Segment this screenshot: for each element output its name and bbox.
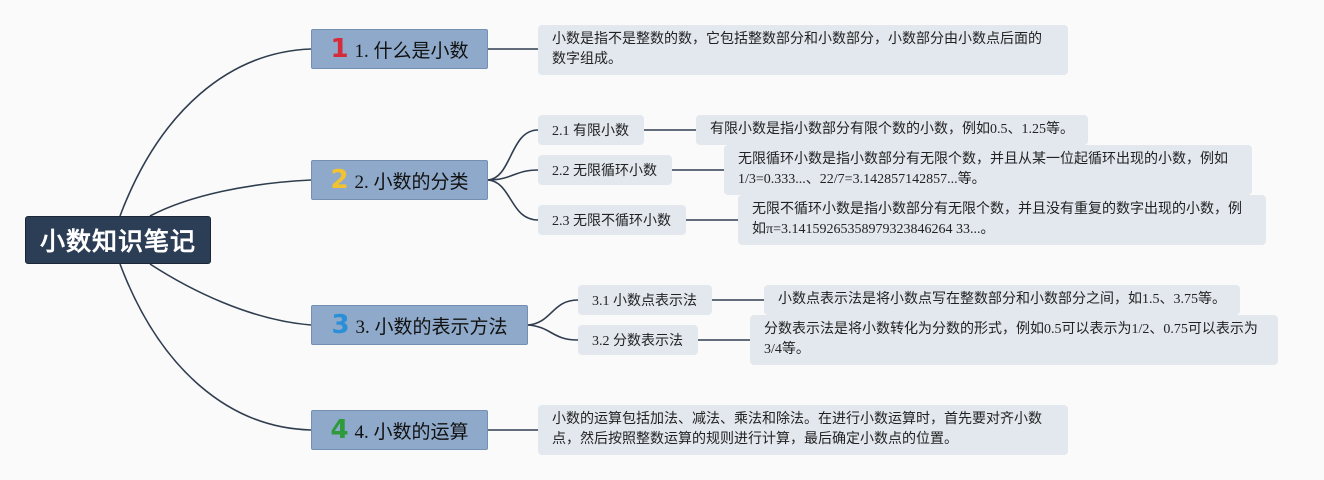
subtopic-3-2-note-text: 分数表示法是将小数转化为分数的形式，例如0.5可以表示为1/2、0.75可以表示…	[764, 322, 1258, 357]
link-root-topic2	[149, 179, 312, 217]
subtopic-2-1-note-text: 有限小数是指小数部分有限个数的小数，例如0.5、1.25等。	[710, 122, 1074, 137]
subtopic-2-3-title: 2.3 无限不循环小数	[552, 214, 671, 229]
topic-4-node[interactable]: 4 4. 小数的运算	[311, 410, 488, 450]
link-topic2-sub1	[487, 129, 539, 181]
topic-1-note[interactable]: 小数是指不是整数的数，它包括整数部分和小数部分，小数部分由小数点后面的数字组成。	[538, 25, 1068, 75]
topic-4-note[interactable]: 小数的运算包括加法、减法、乘法和除法。在进行小数运算时，首先要对齐小数点，然后按…	[538, 405, 1068, 455]
subtopic-3-2-title: 3.2 分数表示法	[592, 334, 683, 349]
subtopic-3-1-note[interactable]: 小数点表示法是将小数点写在整数部分和小数部分之间，如1.5、3.75等。	[764, 285, 1240, 315]
subtopic-3-2-node[interactable]: 3.2 分数表示法	[578, 325, 698, 355]
subtopic-2-2-node[interactable]: 2.2 无限循环小数	[538, 155, 672, 185]
topic-1-note-text: 小数是指不是整数的数，它包括整数部分和小数部分，小数部分由小数点后面的数字组成。	[552, 32, 1042, 67]
subtopic-2-1-node[interactable]: 2.1 有限小数	[538, 115, 644, 145]
subtopic-3-1-node[interactable]: 3.1 小数点表示法	[578, 285, 712, 315]
link-topic3-sub1	[527, 299, 579, 326]
subtopic-3-1-title: 3.1 小数点表示法	[592, 294, 697, 309]
topic-1-node[interactable]: 1 1. 什么是小数	[311, 29, 488, 69]
link-topic2-sub2	[487, 169, 539, 181]
root-node[interactable]: 小数知识笔记	[25, 216, 211, 264]
link-root-topic3	[149, 263, 312, 326]
link-root-topic4	[119, 263, 312, 431]
subtopic-2-1-note[interactable]: 有限小数是指小数部分有限个数的小数，例如0.5、1.25等。	[696, 115, 1088, 145]
subtopic-2-3-node[interactable]: 2.3 无限不循环小数	[538, 205, 686, 235]
subtopic-2-2-note-text: 无限循环小数是指小数部分有无限个数，并且从某一位起循环出现的小数，例如1/3=0…	[738, 152, 1228, 187]
subtopic-3-1-note-text: 小数点表示法是将小数点写在整数部分和小数部分之间，如1.5、3.75等。	[778, 292, 1226, 307]
topic-2-node[interactable]: 2 2. 小数的分类	[311, 160, 488, 200]
topic-4-title: 4. 小数的运算	[354, 421, 469, 443]
subtopic-2-3-note[interactable]: 无限不循环小数是指小数部分有无限个数，并且没有重复的数字出现的小数，例如π=3.…	[738, 195, 1266, 245]
topic-4-note-text: 小数的运算包括加法、减法、乘法和除法。在进行小数运算时，首先要对齐小数点，然后按…	[552, 412, 1042, 447]
root-label: 小数知识笔记	[39, 229, 196, 256]
link-root-topic1	[119, 48, 312, 217]
subtopic-2-1-title: 2.1 有限小数	[552, 124, 629, 139]
subtopic-2-2-title: 2.2 无限循环小数	[552, 164, 657, 179]
topic-1-title: 1. 什么是小数	[354, 40, 469, 62]
subtopic-3-2-note[interactable]: 分数表示法是将小数转化为分数的形式，例如0.5可以表示为1/2、0.75可以表示…	[750, 315, 1278, 365]
number-1-icon: 1	[330, 34, 349, 64]
topic-3-title: 3. 小数的表示方法	[355, 316, 508, 338]
link-topic3-sub2	[527, 324, 579, 341]
link-topic2-sub3	[487, 179, 539, 221]
topic-3-node[interactable]: 3 3. 小数的表示方法	[311, 305, 528, 345]
number-3-icon: 3	[331, 310, 350, 340]
number-2-icon: 2	[330, 165, 349, 195]
subtopic-2-2-note[interactable]: 无限循环小数是指小数部分有无限个数，并且从某一位起循环出现的小数，例如1/3=0…	[724, 145, 1252, 195]
number-4-icon: 4	[330, 415, 349, 445]
topic-2-title: 2. 小数的分类	[354, 171, 469, 193]
subtopic-2-3-note-text: 无限不循环小数是指小数部分有无限个数，并且没有重复的数字出现的小数，例如π=3.…	[752, 202, 1242, 237]
